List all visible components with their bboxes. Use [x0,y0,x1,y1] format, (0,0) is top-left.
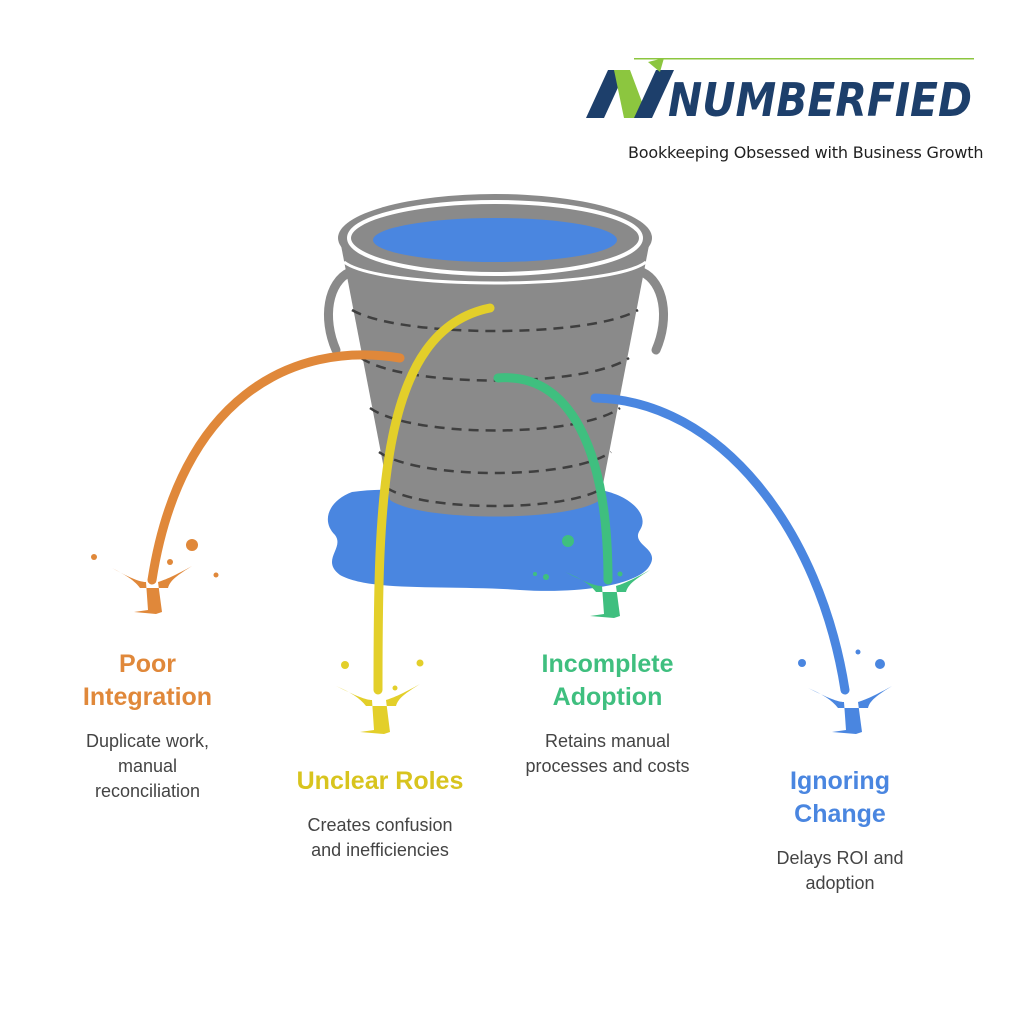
numberfied-logo: NUMBERFIED [586,58,974,127]
leak-title: Poor Integration [82,650,213,711]
tagline: Bookkeeping Obsessed with Business Growt… [628,143,984,162]
bucket-rim-band [343,260,647,285]
leak-card-incomplete-adoption: Incomplete Adoption Retains manual proce… [500,648,715,779]
stream-poor-integration [147,350,405,585]
leak-description: Delays ROI and adoption [776,848,904,893]
splash-icon [91,539,219,614]
leak-card-ignoring-change: Ignoring Change Delays ROI and adoption [740,765,940,896]
leak-description: Duplicate work, manual reconciliation [85,731,210,801]
stream-unclear-roles [373,303,495,695]
logo-text: NUMBERFIED [668,73,972,127]
water-surface [373,218,617,262]
rim-inner-edge [347,200,643,276]
leak-description: Retains manual processes and costs [525,731,690,776]
logo-n-mark [586,58,674,118]
splash-icon [533,535,650,618]
stream-incomplete-adoption [493,373,613,585]
leak-title: Incomplete Adoption [541,650,674,711]
stream-ignoring-change [590,393,850,695]
water-puddle [327,489,653,591]
leak-card-poor-integration: Poor Integration Duplicate work, manual … [50,648,245,804]
bucket-handle [324,267,668,355]
splash-icon [798,649,892,734]
leak-card-unclear-roles: Unclear Roles Creates confusion and inef… [270,765,490,863]
leak-title: Ignoring Change [790,767,890,828]
splash-icon [336,659,424,734]
leak-description: Creates confusion and inefficiencies [307,815,453,860]
leak-title: Unclear Roles [296,767,464,795]
growth-arrow-icon [648,58,664,72]
